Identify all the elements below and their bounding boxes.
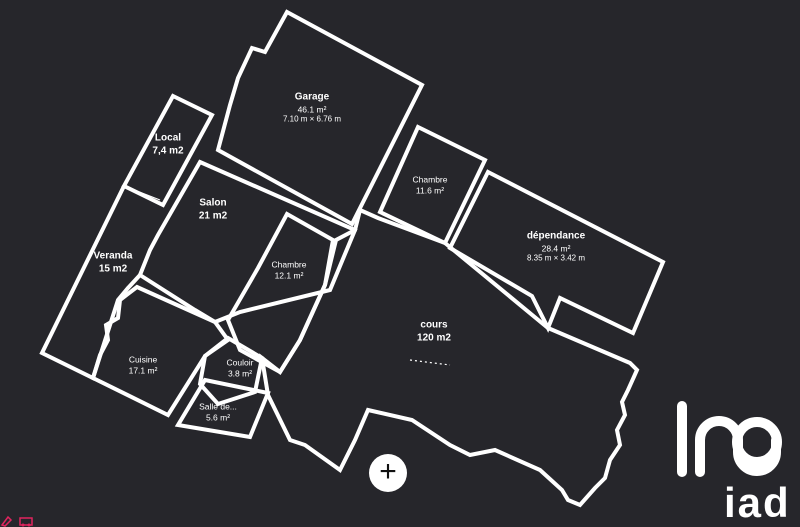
- couloir-label: Couloir 3.8 m²: [227, 357, 254, 378]
- cours-name: cours: [420, 319, 448, 331]
- salon-label: Salon 21 m2: [199, 198, 227, 223]
- garage-label: Garage 46.1 m² 7.10 m × 6.76 m: [283, 91, 341, 124]
- dependance-dims: 8.35 m × 3.42 m: [526, 253, 586, 263]
- iad-logo-text: iad: [724, 479, 791, 526]
- cuisine-walls[interactable]: [90, 284, 231, 418]
- corner-tools-icon[interactable]: [0, 511, 40, 527]
- cours-label: cours 120 m2: [417, 320, 451, 345]
- iad-logo-icon: [677, 401, 782, 477]
- couloir-name: Couloir: [226, 357, 254, 368]
- salon-name: Salon: [199, 197, 227, 209]
- chambre1-area: 11.6 m²: [415, 185, 445, 195]
- salle-area: 5.6 m²: [205, 412, 231, 422]
- veranda-area: 15 m2: [98, 263, 128, 274]
- garage-area: 46.1 m²: [297, 103, 327, 114]
- add-button[interactable]: +: [369, 454, 407, 492]
- cuisine-name: Cuisine: [128, 354, 158, 365]
- chambre1-label: Chambre 11.6 m²: [413, 174, 448, 195]
- dependance-name: dépendance: [526, 230, 586, 242]
- garage-name: Garage: [294, 91, 330, 103]
- garage-walls[interactable]: [215, 9, 425, 227]
- chambre2-area: 12.1 m²: [274, 270, 304, 280]
- salle-name: Salle de...: [199, 401, 237, 412]
- salle-label: Salle de... 5.6 m²: [199, 401, 237, 422]
- cours-area: 120 m2: [417, 332, 451, 343]
- salle-walls[interactable]: [174, 377, 271, 440]
- cours-walls[interactable]: [259, 207, 640, 508]
- veranda-walls[interactable]: [39, 185, 142, 381]
- local-area: 7,4 m2: [152, 145, 184, 156]
- salon-area: 21 m2: [198, 210, 228, 221]
- local-label: Local 7,4 m2: [152, 133, 183, 158]
- chambre1-name: Chambre: [412, 174, 448, 185]
- garage-dims: 7.10 m × 6.76 m: [282, 114, 342, 124]
- veranda-name: Veranda: [93, 250, 133, 262]
- local-name: Local: [154, 132, 182, 144]
- veranda-label: Veranda 15 m2: [94, 251, 133, 276]
- veranda-divider: [123, 185, 161, 201]
- dependance-label: dépendance 28.4 m² 8.35 m × 3.42 m: [527, 230, 585, 263]
- chambre2-label: Chambre 12.1 m²: [272, 259, 307, 280]
- couloir-area: 3.8 m²: [227, 368, 253, 378]
- cuisine-label: Cuisine 17.1 m²: [129, 354, 158, 375]
- chambre2-name: Chambre: [271, 259, 307, 270]
- cuisine-area: 17.1 m²: [128, 365, 158, 375]
- local-walls[interactable]: [121, 93, 215, 208]
- cours-dash: [409, 359, 451, 366]
- dependance-area: 28.4 m²: [541, 242, 571, 253]
